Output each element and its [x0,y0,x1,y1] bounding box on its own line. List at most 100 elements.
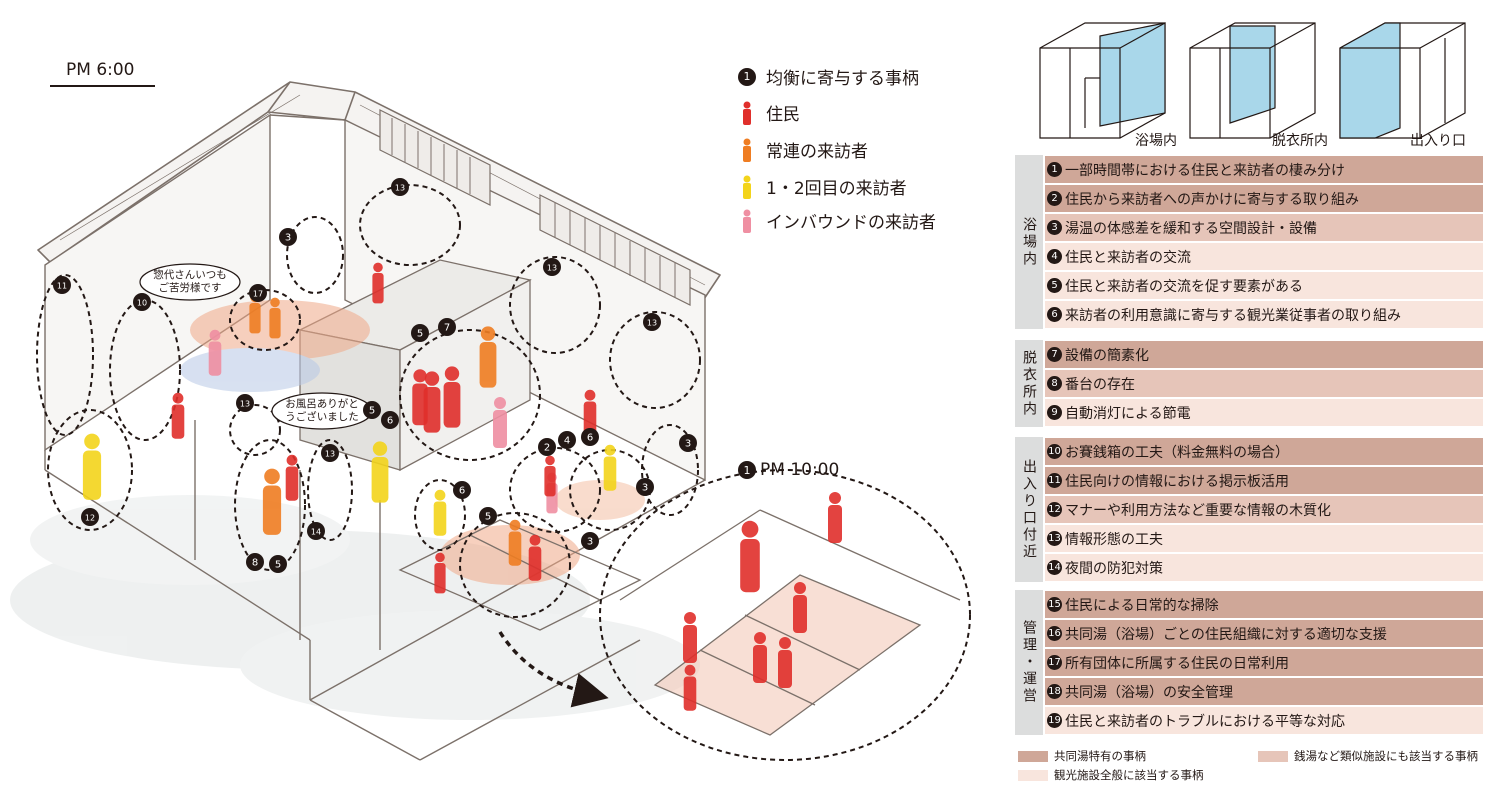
factor-text: 設備の簡素化 [1065,347,1149,364]
legend-item-inbound: インバウンドの来訪者 [736,208,936,233]
factor-number-marker: 16 [1047,626,1062,641]
inset-room [619,509,961,736]
category-label: 浴場内 [1015,155,1043,329]
svg-text:6: 6 [587,433,593,444]
number-marker: 5 [363,401,381,419]
factor-number-marker: 19 [1047,713,1062,728]
factor-number-marker: 4 [1047,249,1062,264]
svg-text:3: 3 [642,483,648,494]
factor-text: 情報形態の工夫 [1065,531,1163,548]
person-figure [793,582,807,633]
person-figure [683,612,697,663]
factor-number-marker: 1 [1047,162,1062,177]
person-figure [493,397,507,448]
inset-time-label: 1 PM 10:00 [738,460,839,480]
svg-text:14: 14 [311,528,321,537]
number-marker: 5 [479,507,497,525]
factor-text: 一部時間帯における住民と来訪者の棲み分け [1065,162,1345,179]
svg-text:3: 3 [587,537,593,548]
shade-swatch-mid [1258,750,1288,762]
svg-text:2: 2 [544,443,550,454]
number-marker: 4 [558,431,576,449]
number-marker: 11 [53,276,71,294]
person-figure [434,552,446,594]
svg-text:4: 4 [564,436,570,447]
factor-number-marker: 14 [1047,560,1062,575]
category-label: 管理・運営 [1015,590,1043,735]
factor-number-marker: 3 [1047,220,1062,235]
person-figure [479,326,497,388]
person-figure [508,519,522,566]
number-marker: 13 [391,178,409,196]
area-thumbnails [1039,22,1466,139]
factor-number-marker: 7 [1047,347,1062,362]
factor-number-marker: 6 [1047,307,1062,322]
factor-text: 番台の存在 [1065,376,1135,393]
legend-item-first-time: 1・2回目の来訪者 [736,174,907,199]
person-figure [371,441,389,503]
svg-text:5: 5 [417,329,423,340]
person-figure [285,454,299,501]
category-label: 脱衣所内 [1015,340,1043,427]
svg-text:5: 5 [369,406,375,417]
factor-number-marker: 11 [1047,473,1062,488]
number-marker: 2 [538,438,556,456]
svg-text:13: 13 [395,184,405,193]
person-figure [82,433,102,500]
zoom-arrow [498,631,609,708]
time-label: PM 6:00 [66,60,135,80]
number-marker: 5 [269,555,287,573]
factor-text: 共同湯（浴場）ごとの住民組織に対する適切な支援 [1065,626,1387,643]
speech-bubble-1: 惣代さんいつも ご苦労様です [153,269,227,294]
number-marker: 7 [438,318,456,336]
number-marker: 12 [81,508,99,526]
thumbnail-label-bath: 浴場内 [1135,133,1177,149]
svg-text:6: 6 [387,416,393,427]
factor-text: 湯温の体感差を緩和する空間設計・設備 [1065,220,1317,237]
number-marker: 13 [236,394,254,412]
person-figure [528,534,542,581]
inset-time-text: PM 10:00 [760,460,840,480]
person-figure [753,632,767,683]
factor-number-marker: 9 [1047,405,1062,420]
svg-text:8: 8 [252,558,258,569]
number-marker: 8 [246,553,264,571]
person-figure [583,389,597,436]
factor-text: マナーや利用方法など重要な情報の木質化 [1065,502,1331,519]
svg-text:13: 13 [647,319,657,328]
window-slat-lines [391,118,676,298]
person-figure [778,637,792,688]
factor-text: 自動消灯による節電 [1065,405,1191,422]
number-marker: 13 [643,313,661,331]
svg-text:7: 7 [444,323,450,334]
speech-bubbles [139,263,373,430]
factor-number-marker: 10 [1047,444,1062,459]
regular-visitor-person-icon [743,138,751,162]
legend-item-marker: 1 均衡に寄与する事柄 [736,64,919,89]
shade-key-general: 観光施設全般に該当する事柄 [1018,767,1204,783]
number-marker: 6 [453,481,471,499]
factor-text: 住民から来訪者への声かけに寄与する取り組み [1065,191,1359,208]
person-figure [828,492,842,543]
svg-text:11: 11 [57,282,67,291]
person-figure [443,366,461,428]
thumbnail-label-entrance: 出入り口 [1410,133,1466,149]
legend-marker-icon: 1 [738,67,756,86]
thumbnail-bath-interior [1039,22,1166,139]
resident-person-icon [743,101,751,125]
number-marker: 14 [307,522,325,540]
person-figure [544,455,556,497]
thumbnail-entrance [1339,22,1466,139]
svg-text:13: 13 [547,264,557,273]
